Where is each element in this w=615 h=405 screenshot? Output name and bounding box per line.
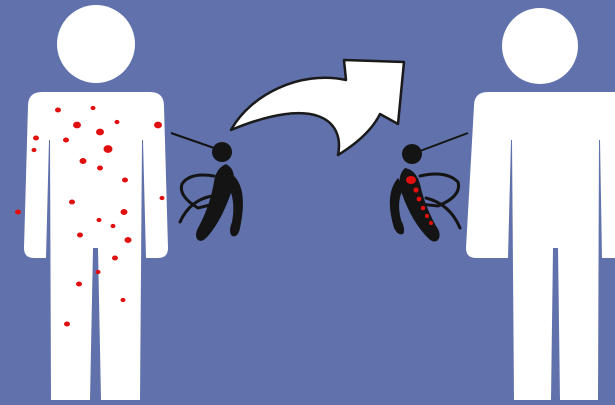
blood-dot <box>417 197 422 202</box>
infection-spot <box>97 165 103 170</box>
blood-dot <box>425 214 429 218</box>
infection-spot <box>80 158 87 164</box>
infection-spot <box>69 199 75 204</box>
infection-spot <box>77 232 83 237</box>
infection-spot <box>104 145 113 153</box>
infection-spot <box>64 321 70 326</box>
infection-spot <box>96 129 104 136</box>
infection-spot <box>15 209 21 214</box>
infection-spot <box>121 298 126 302</box>
infection-spot <box>32 148 37 152</box>
infection-spot <box>160 196 165 200</box>
infection-spot <box>122 177 128 182</box>
infection-spot <box>63 137 69 142</box>
healthy-person-head <box>502 8 578 84</box>
infection-spot <box>96 270 101 274</box>
infection-spot <box>111 224 116 228</box>
infected-person-head <box>57 5 135 83</box>
mosquito-right-head <box>402 144 422 164</box>
mosquito-left-head <box>212 142 232 162</box>
infection-spot <box>91 106 96 110</box>
infection-spot <box>125 237 132 243</box>
infection-spot <box>115 120 120 124</box>
infection-spot <box>154 122 162 129</box>
blood-dot <box>421 206 426 211</box>
infection-spot <box>55 107 61 112</box>
blood-dot <box>429 221 433 225</box>
blood-dot <box>406 176 416 184</box>
infection-spot <box>112 255 118 260</box>
infection-spot <box>76 281 82 286</box>
infection-spot <box>33 135 39 140</box>
infection-spot <box>73 122 81 129</box>
infection-spot <box>121 209 128 215</box>
blood-dot <box>413 187 418 192</box>
infection-spot <box>97 218 102 222</box>
